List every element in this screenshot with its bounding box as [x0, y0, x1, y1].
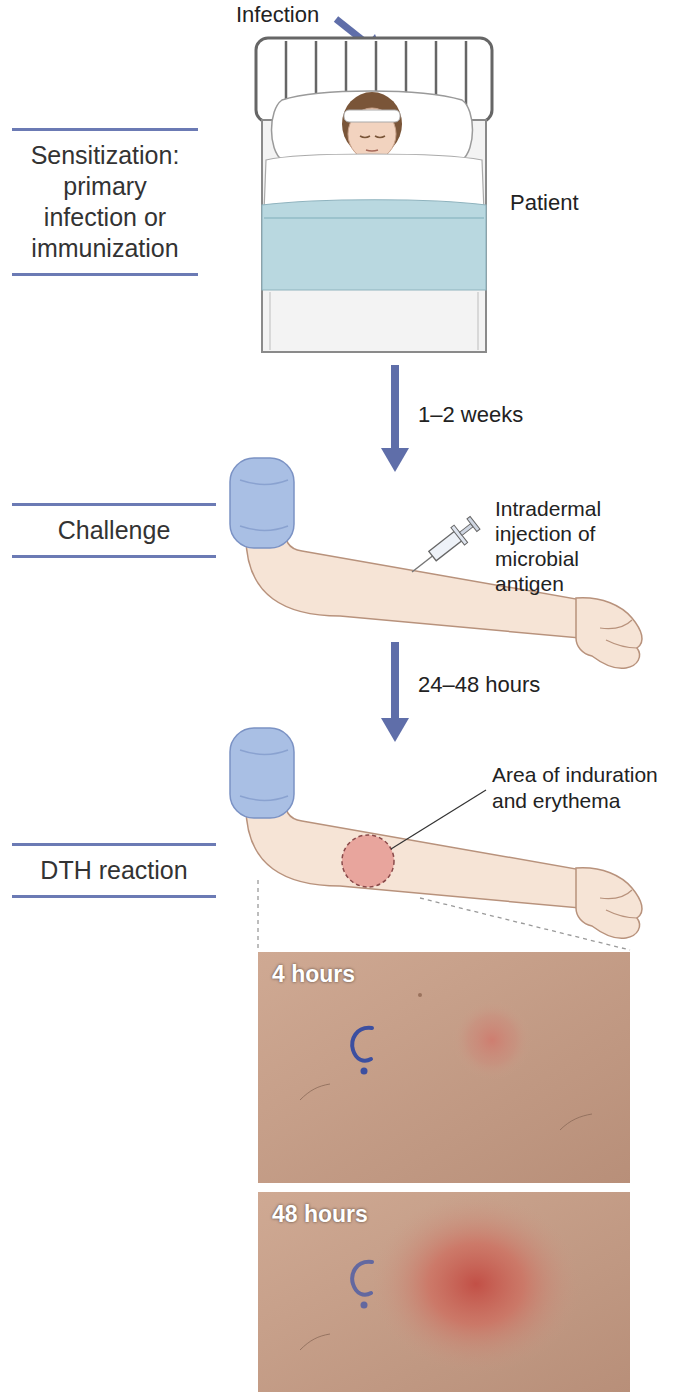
forehead-compress: [344, 110, 400, 122]
time-arrow: [391, 642, 399, 720]
pen-mark: [352, 1028, 372, 1061]
skin-hair: [300, 1084, 330, 1100]
pen-dot: [361, 1302, 368, 1309]
needle: [412, 556, 432, 572]
syringe: [405, 514, 482, 581]
sheet-drape: [269, 292, 271, 350]
interval-label: 1–2 weeks: [418, 402, 538, 428]
pen-mark: [352, 1262, 372, 1295]
photo-panel: 4 hours: [258, 952, 630, 1183]
arm: [230, 728, 642, 938]
event-label: Infection: [236, 2, 331, 28]
sheet-drape: [477, 292, 479, 350]
node-text: 48 hours: [258, 1192, 630, 1236]
plunger-cap: [467, 516, 480, 531]
closed-eye: [375, 136, 385, 138]
interval-label: 24–48 hours: [418, 672, 558, 698]
figure-label: Patient: [510, 190, 600, 216]
callout-label: Intradermal injection of microbial antig…: [495, 496, 613, 596]
skin-mole: [418, 993, 422, 997]
stage-band: Sensitization: primary infection or immu…: [12, 128, 198, 276]
skin-reaction: [452, 1000, 532, 1080]
arrow-head: [381, 448, 409, 472]
time-arrow: [391, 365, 399, 450]
photo-panel: 48 hours: [258, 1192, 630, 1392]
zoom-line: [420, 898, 630, 950]
closed-eye: [360, 136, 370, 138]
stage-band: Challenge: [12, 503, 216, 558]
blanket: [262, 200, 486, 290]
node-text: DTH reaction: [16, 855, 212, 886]
skin-hair: [560, 1114, 592, 1130]
skin-photo: [258, 952, 630, 1183]
skin-reaction: [371, 1194, 581, 1374]
arm: [230, 458, 642, 668]
leader-line: [391, 790, 486, 849]
pen-dot: [361, 1068, 368, 1075]
skin-hair: [300, 1334, 330, 1350]
node-text: Sensitization: primary infection or immu…: [16, 140, 194, 264]
induration-area: [342, 835, 394, 887]
skin-photo: [258, 1192, 630, 1392]
stage-band: DTH reaction: [12, 843, 216, 898]
blanket-fold: [264, 217, 484, 219]
callout-label: Area of induration and erythema: [492, 762, 677, 814]
node-text: 4 hours: [258, 952, 630, 996]
mouth: [366, 150, 378, 151]
arrow-head: [381, 718, 409, 742]
node-text: Challenge: [16, 515, 212, 546]
zoom-line: [257, 880, 258, 950]
plunger: [460, 524, 473, 536]
